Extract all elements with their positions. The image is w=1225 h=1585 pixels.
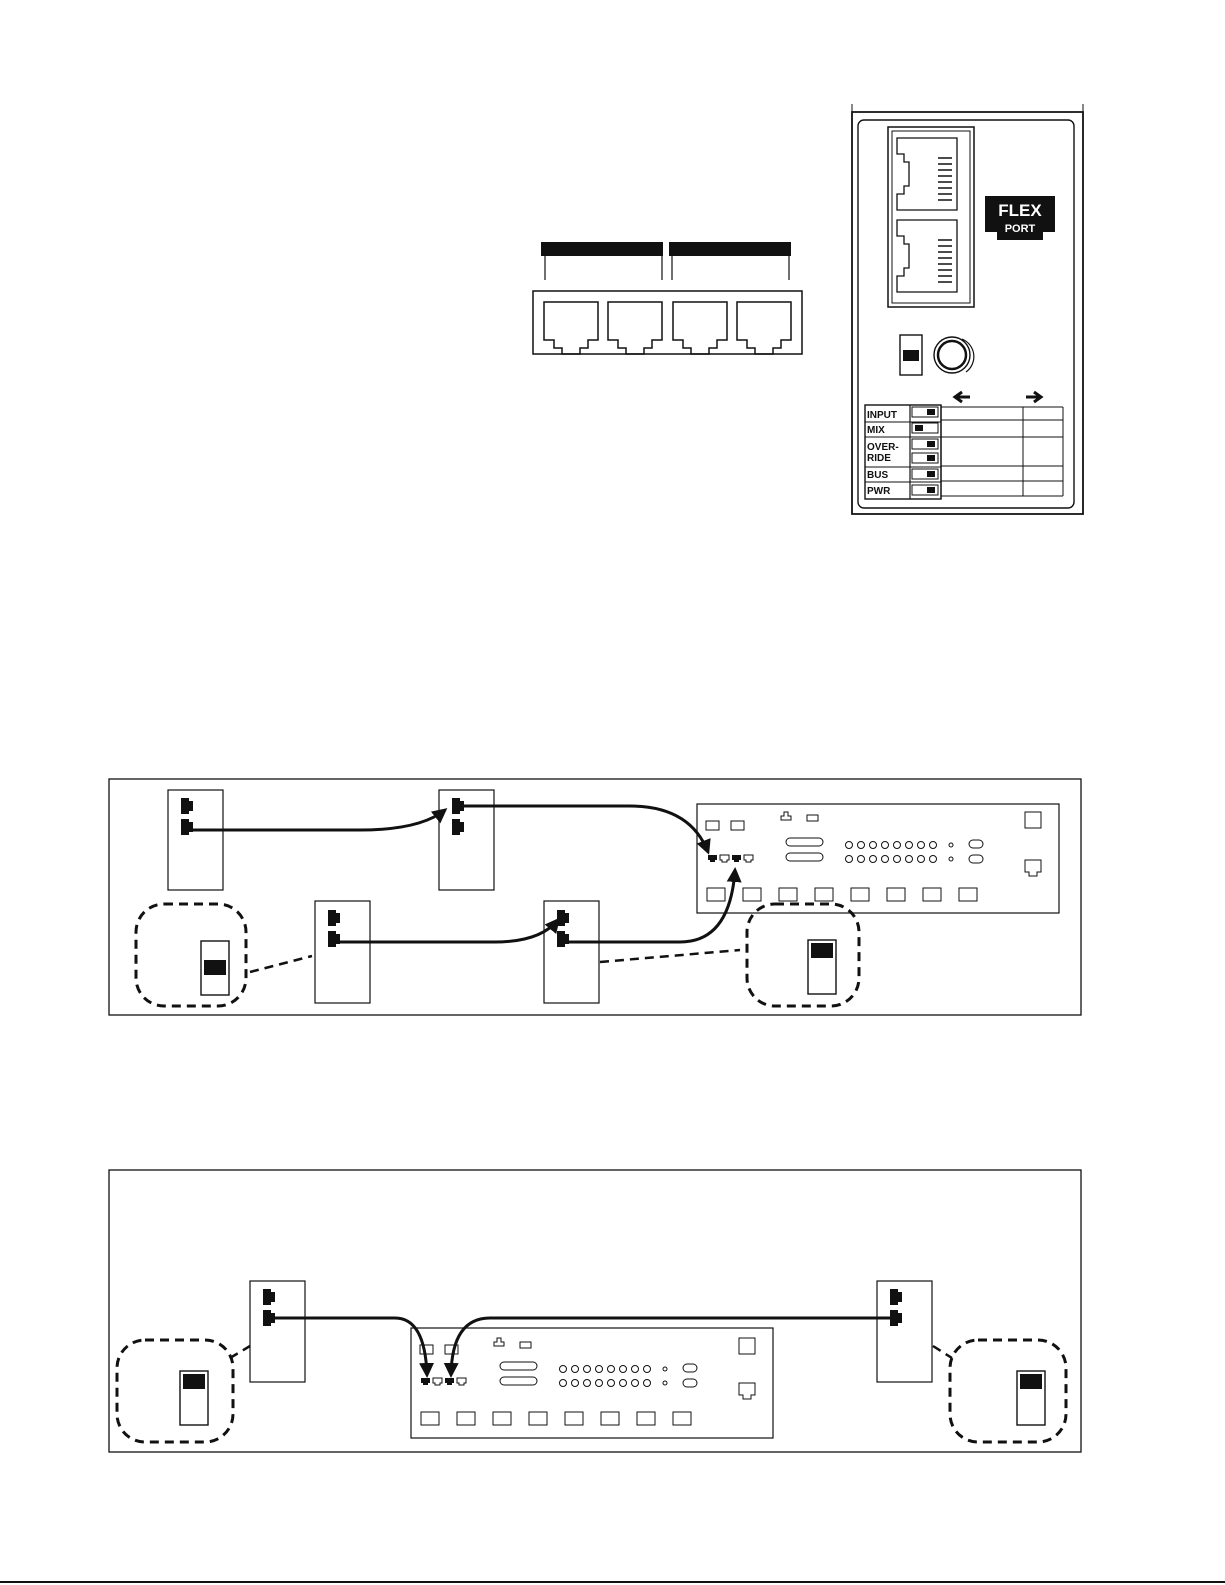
dip-switch-override-2[interactable] xyxy=(912,453,938,463)
switch-callout xyxy=(600,904,859,1006)
logo-line2: PORT xyxy=(1005,223,1036,235)
switch-callout xyxy=(117,1340,250,1442)
cable xyxy=(451,1318,898,1375)
rj45-jack-lower xyxy=(897,220,957,292)
rj45-jack-upper xyxy=(897,138,957,210)
dip-label-override-1: OVER- xyxy=(867,442,899,453)
cable xyxy=(336,920,558,942)
dip-label-mix: MIX xyxy=(867,425,885,436)
jack-block-group xyxy=(533,242,802,354)
dip-switch-bus[interactable] xyxy=(912,469,938,479)
rj45-jack xyxy=(608,302,662,354)
dip-label-input: INPUT xyxy=(867,410,897,421)
wiring-diagram-2 xyxy=(109,1170,1081,1452)
dip-label-pwr: PWR xyxy=(867,486,891,497)
switch-callout xyxy=(136,904,312,1006)
cable xyxy=(565,870,735,942)
wall-plate xyxy=(168,790,223,890)
arrow-right-icon xyxy=(1026,392,1041,402)
dip-label-override-2: RIDE xyxy=(867,453,891,464)
dip-switch-override-1[interactable] xyxy=(912,439,938,449)
dip-switch-pwr[interactable] xyxy=(912,485,938,495)
rj45-jack xyxy=(673,302,727,354)
dip-label-bus: BUS xyxy=(867,470,888,481)
cable xyxy=(460,806,708,852)
rj45-jack xyxy=(544,302,598,354)
cable xyxy=(190,810,445,830)
rj45-jack xyxy=(737,302,791,354)
jack-block-header-left xyxy=(541,242,663,256)
flexport-logo: FLEX PORT xyxy=(985,196,1055,240)
jack-block-housing xyxy=(533,291,802,354)
wiring-diagram-1 xyxy=(109,779,1081,1015)
mixer-rear-panel xyxy=(697,804,1059,913)
logo-line1: FLEX xyxy=(998,201,1042,220)
wall-plate xyxy=(250,1281,305,1382)
dip-switch-table: INPUT MIX OVER- RIDE BUS PWR xyxy=(865,405,1063,499)
wall-plate xyxy=(544,901,599,1003)
flexport-module: FLEX PORT xyxy=(852,104,1083,514)
cable xyxy=(272,1318,427,1375)
mixer-rear-panel xyxy=(411,1328,773,1438)
arrow-left-icon xyxy=(955,392,970,402)
jack-block-header-right xyxy=(669,242,791,256)
wall-plate xyxy=(315,901,370,1003)
rotary-knob-icon[interactable] xyxy=(934,337,974,373)
wall-plate xyxy=(877,1281,932,1382)
dip-switch-input[interactable] xyxy=(912,407,938,417)
dip-switch-mix[interactable] xyxy=(912,423,938,433)
switch-callout xyxy=(933,1340,1066,1442)
